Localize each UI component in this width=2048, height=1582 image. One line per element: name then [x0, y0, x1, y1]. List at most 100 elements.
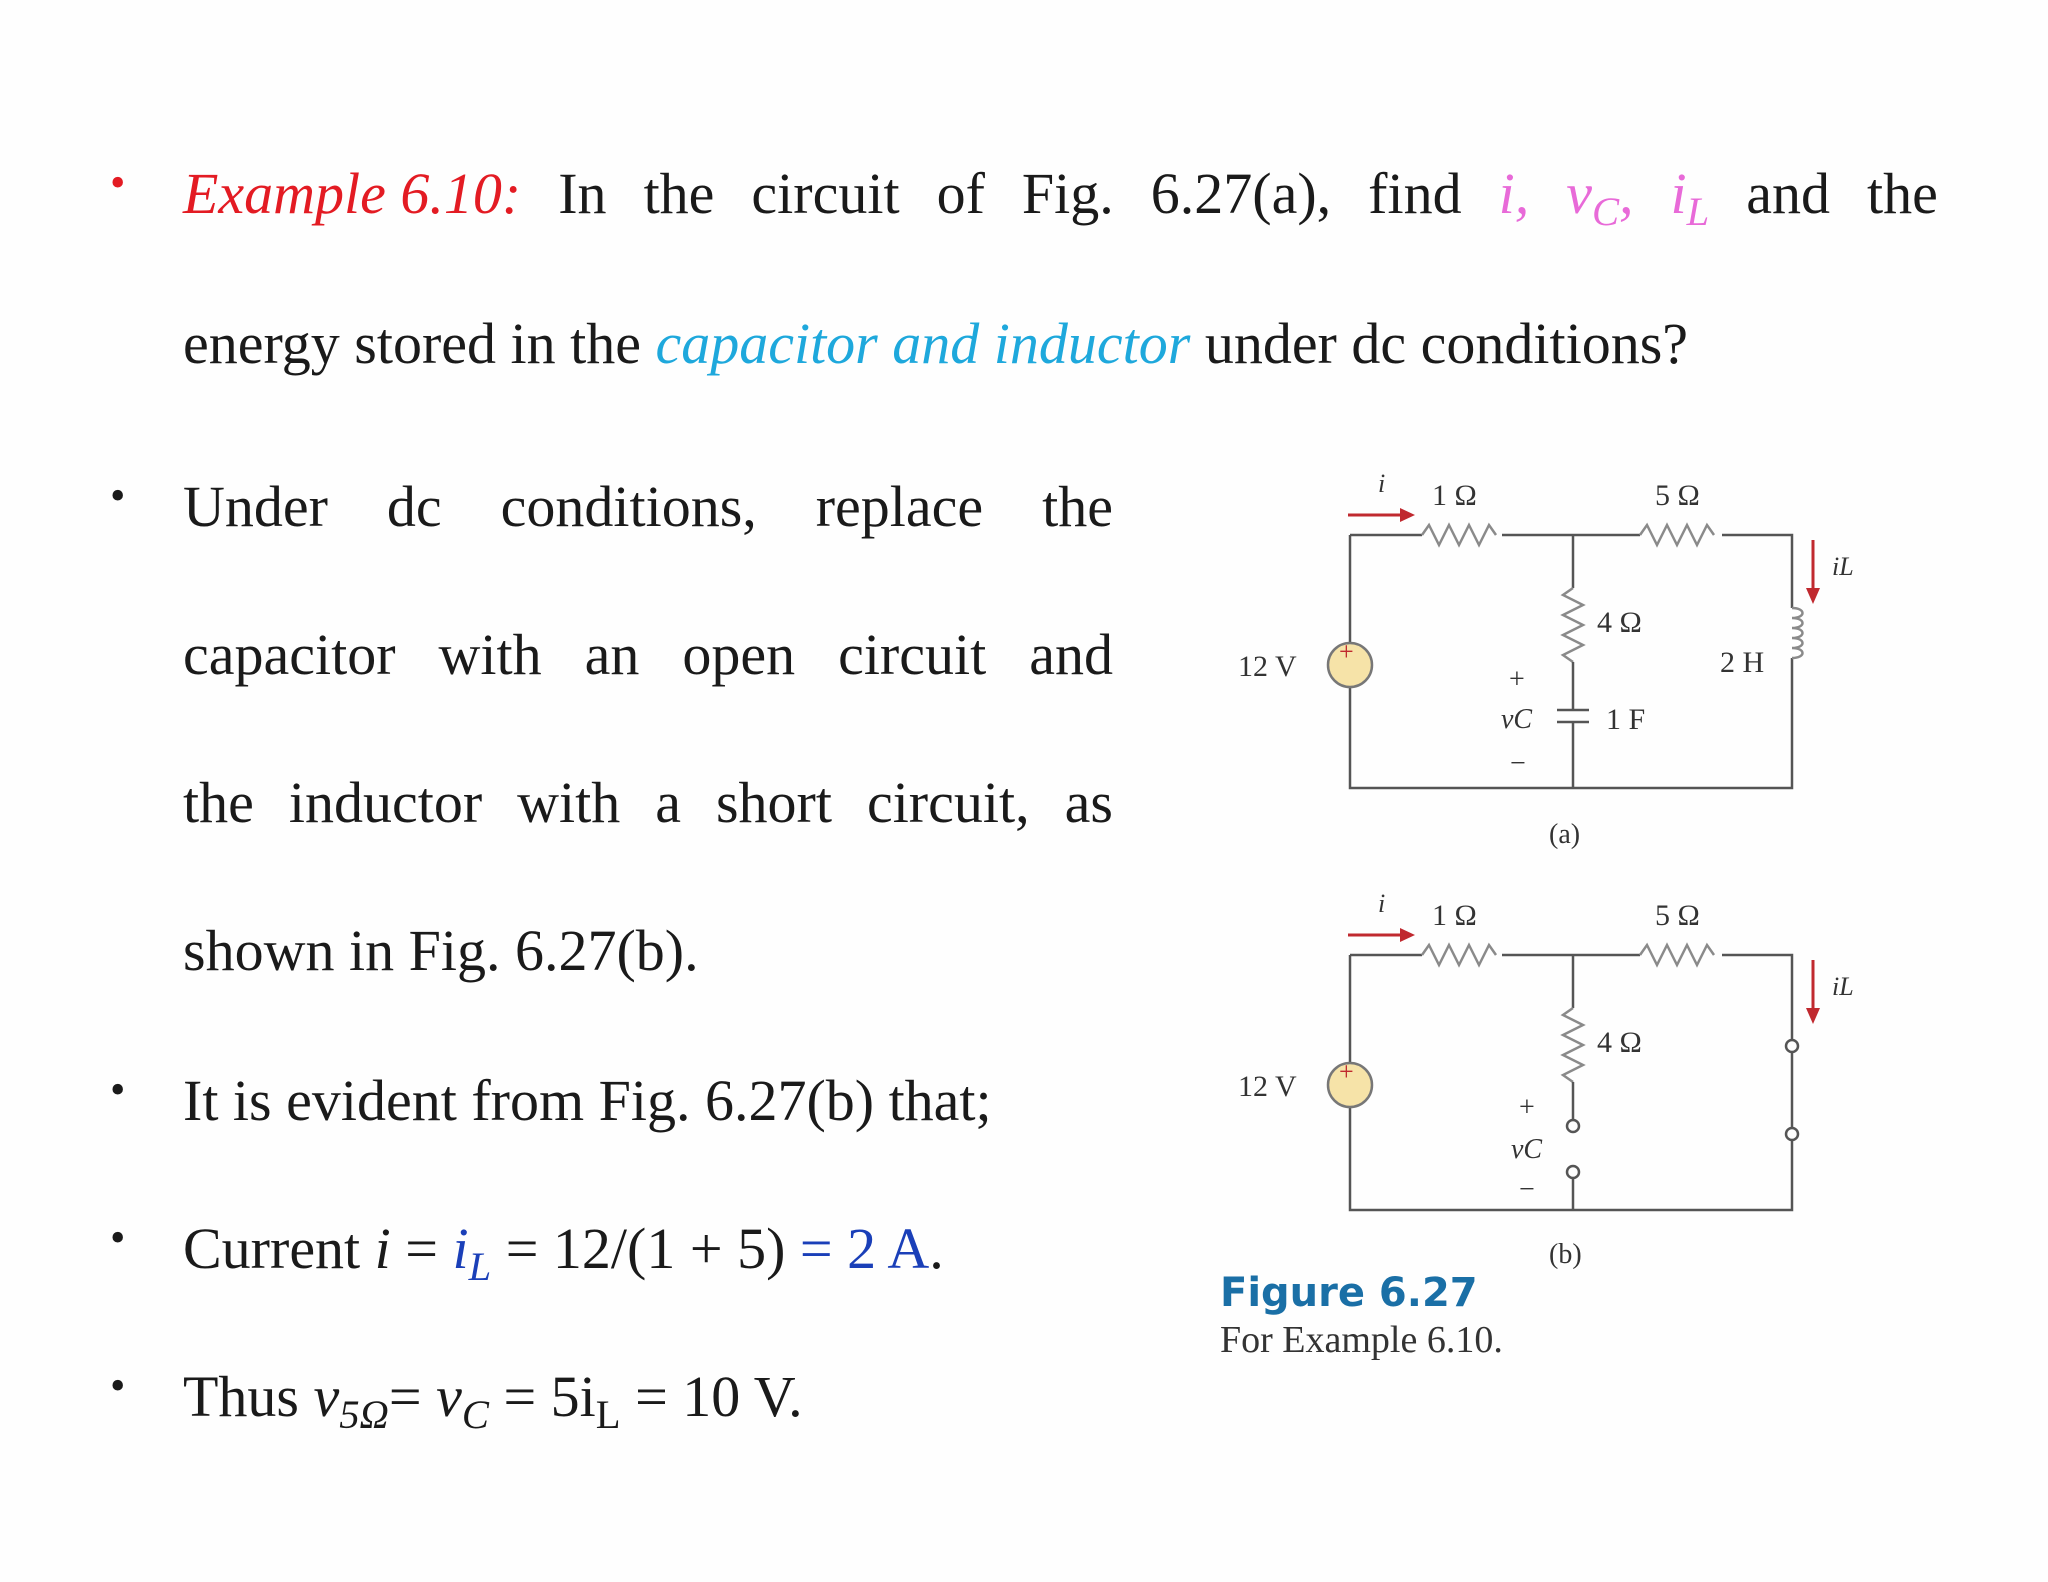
word: inductor [288, 770, 483, 835]
v-sub: 5Ω [339, 1392, 389, 1438]
inductor-coil [1791, 606, 1804, 660]
word: and [1746, 161, 1830, 226]
vc-plus: + [1509, 664, 1525, 695]
source-plus: + [1339, 637, 1354, 666]
bullet-5: Thus v5Ω= vC = 5iL = 10 V. [183, 1360, 803, 1438]
wire [1722, 953, 1794, 1040]
word: of [936, 161, 985, 226]
il-i: i [1670, 161, 1687, 226]
result-text: = 2 A [799, 1216, 930, 1281]
resistor-5ohm [1638, 942, 1716, 968]
il-sub: L [1686, 189, 1710, 235]
voltage-source-b [1326, 1061, 1374, 1109]
symbol-vc: vC, [1566, 157, 1633, 235]
word: as [1064, 770, 1113, 835]
text: under dc conditions? [1204, 311, 1689, 376]
word: circuit [838, 622, 987, 687]
il-sub: L [595, 1392, 621, 1438]
symbol-vc: v [436, 1364, 462, 1429]
resistor-1ohm [1420, 522, 1498, 548]
resistor-4ohm [1560, 1006, 1586, 1084]
figure-title: Figure 6.27 [1220, 1270, 1478, 1316]
word: Under [183, 474, 328, 539]
symbol-i: i [374, 1216, 391, 1281]
symbol-il: iL [1670, 157, 1710, 235]
arrow-head [1806, 588, 1820, 604]
symbol-v: v [313, 1364, 340, 1429]
vc-minus: − [1519, 1174, 1535, 1205]
arrow-head [1806, 1008, 1820, 1024]
label-il: iL [1832, 552, 1854, 581]
bullet-1-line-1: Example 6.10: In the circuit of Fig. 6.2… [183, 157, 1938, 235]
text: = 10 V. [620, 1364, 803, 1429]
short-terminal [1784, 1126, 1800, 1142]
label-cap: 1 F [1606, 703, 1645, 736]
label-source: 12 V [1238, 1070, 1297, 1103]
word: the [1042, 474, 1113, 539]
label-i: i [1378, 889, 1385, 918]
arrow-head [1400, 928, 1415, 942]
bullet-dot: • [110, 158, 126, 207]
source-plus: + [1339, 1057, 1354, 1086]
open-terminal [1565, 1118, 1581, 1134]
text: = 5i [488, 1364, 596, 1429]
vc-minus: − [1510, 748, 1526, 779]
word: the [183, 770, 254, 835]
example-label: Example 6.10: [183, 161, 522, 226]
vc-sub: C [1591, 189, 1620, 235]
wire [1722, 533, 1794, 608]
word: and [1029, 622, 1113, 687]
bullet-dot: • [110, 471, 126, 520]
word: conditions, [500, 474, 757, 539]
word: dc [386, 474, 442, 539]
resistor-4ohm [1560, 586, 1586, 664]
bullet-2-line-2: capacitor with an open circuit and [183, 618, 1113, 692]
label-r3: 4 Ω [1597, 606, 1642, 639]
word: In [558, 161, 607, 226]
bullet-3: It is evident from Fig. 6.27(b) that; [183, 1064, 992, 1138]
label-il: iL [1832, 972, 1854, 1001]
text: shown in Fig. 6.27(b). [183, 918, 699, 983]
text: It is evident from Fig. 6.27(b) that; [183, 1068, 992, 1133]
caption-b: (b) [1549, 1239, 1582, 1270]
bullet-dot: • [110, 1213, 126, 1262]
label-ind: 2 H [1720, 646, 1764, 679]
label-i: i [1378, 469, 1385, 498]
word: the [1867, 161, 1938, 226]
vc-sub: C [461, 1392, 489, 1438]
vc-plus: + [1519, 1092, 1535, 1123]
word: replace [815, 474, 984, 539]
bullet-1-line-2: energy stored in the capacitor and induc… [183, 307, 1688, 381]
bullet-dot: • [110, 1065, 126, 1114]
il-sub: L [468, 1244, 492, 1290]
symbol-i: i, [1498, 161, 1530, 226]
voltage-source-a [1326, 641, 1374, 689]
short-terminal [1784, 1038, 1800, 1054]
label-r2: 5 Ω [1655, 479, 1700, 512]
text: = 12/(1 + 5) [491, 1216, 800, 1281]
word: short [715, 770, 832, 835]
bullet-2-line-3: the inductor with a short circuit, as [183, 766, 1113, 840]
word: capacitor [183, 622, 396, 687]
vc-v: v [1566, 161, 1592, 226]
resistor-5ohm [1638, 522, 1716, 548]
text: = [388, 1364, 437, 1429]
word: find [1368, 161, 1462, 226]
word: open [682, 622, 796, 687]
bullet-2-line-4: shown in Fig. 6.27(b). [183, 914, 699, 988]
label-r1: 1 Ω [1432, 899, 1477, 932]
label-r1: 1 Ω [1432, 479, 1477, 512]
word: a [655, 770, 681, 835]
caption-a: (a) [1549, 819, 1580, 850]
resistor-1ohm [1420, 942, 1498, 968]
emphasis-text: capacitor and inductor [655, 311, 1191, 376]
label-r3: 4 Ω [1597, 1026, 1642, 1059]
text: energy stored in the [183, 311, 641, 376]
text: Current [183, 1216, 375, 1281]
text: Thus [183, 1364, 314, 1429]
word: with [438, 622, 542, 687]
word: with [517, 770, 621, 835]
bullet-4: Current i = iL = 12/(1 + 5) = 2 A. [183, 1212, 944, 1290]
